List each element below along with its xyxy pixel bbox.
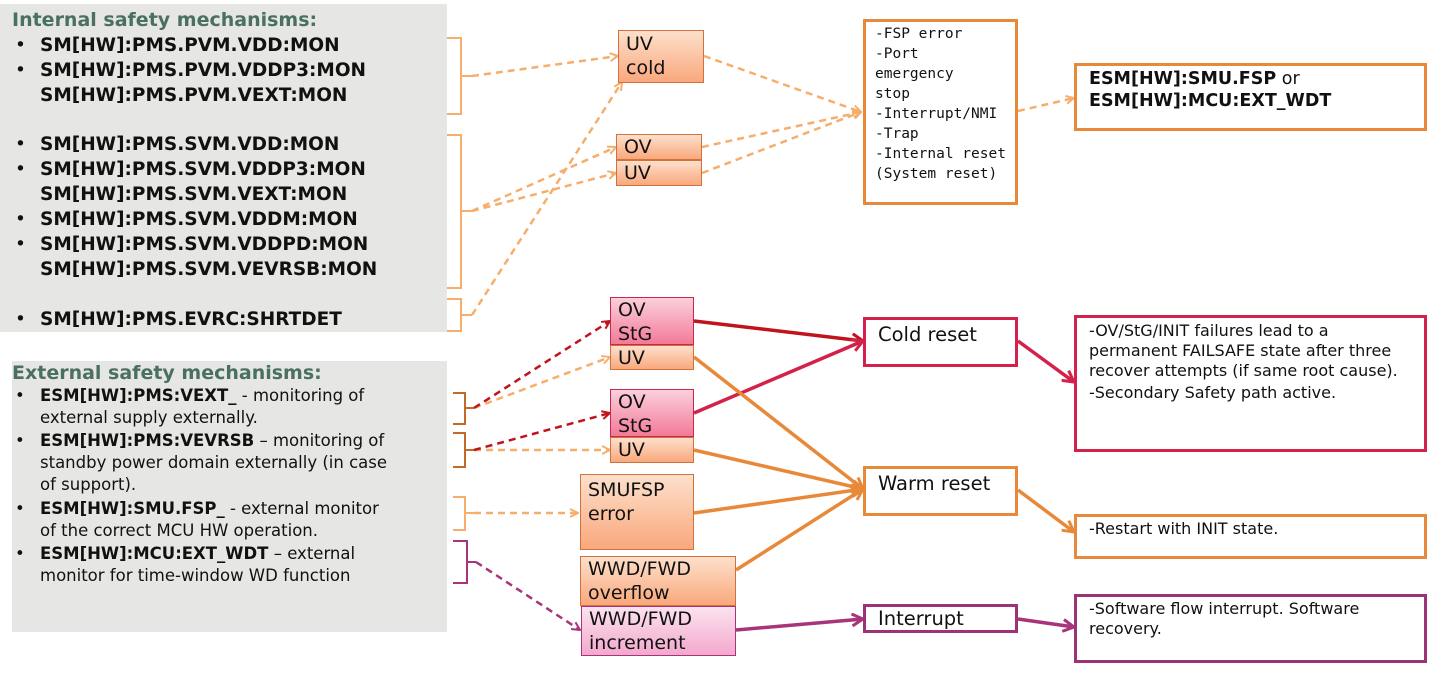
- event-uv-3: UV: [610, 437, 694, 463]
- event-uv: UV: [616, 160, 702, 186]
- event-ov: OV: [616, 134, 702, 160]
- internal-item: •SM[HW]:PMS.PVM.VDD:MON: [15, 35, 340, 56]
- internal-panel: [0, 4, 447, 332]
- arrow-uv-fsp: [701, 112, 861, 175]
- arrow-ovstg1-cold: [693, 319, 863, 341]
- arrow-vext-uv: [473, 357, 610, 410]
- reaction-fsp-list: -FSP error -Port emergency stop -Interru…: [863, 19, 1018, 205]
- arrow-svm-ov: [471, 147, 616, 213]
- internal-item: •SM[HW]:PMS.SVM.VDDPD:MON: [15, 234, 369, 255]
- arrow-ov-fsp: [701, 112, 861, 149]
- arrow-vext-ovstg: [473, 321, 610, 410]
- arrow-pvm-uvcold: [471, 56, 618, 78]
- arrow-uv2-warm: [692, 355, 863, 489]
- arrow-cold-outcome: [1016, 339, 1074, 382]
- arrow-uvcold-fsp: [703, 54, 861, 112]
- internal-item: •SM[HW]:PMS.SVM.VDDM:MON: [15, 209, 358, 230]
- external-panel: [12, 361, 447, 632]
- internal-item: •SM[HW]:PMS.SVM.VDDP3:MON: [15, 159, 366, 180]
- event-uv-2: UV: [610, 345, 694, 370]
- brace-svm: [447, 134, 472, 289]
- brace-extwdt: [453, 540, 476, 584]
- arrow-extwdt-increment: [475, 560, 580, 630]
- arrow-interrupt-outcome: [1017, 617, 1074, 627]
- brace-smufsp: [453, 496, 474, 531]
- brace-pvm: [447, 37, 472, 115]
- reaction-interrupt: Interrupt: [863, 604, 1018, 633]
- internal-item: •SM[HW]:PMS.SVM.VDD:MON: [15, 134, 340, 155]
- outcome-interrupt: -Software flow interrupt. Software recov…: [1074, 594, 1427, 663]
- internal-item: SM[HW]:PMS.PVM.VEXT:MON: [40, 85, 348, 106]
- internal-item: SM[HW]:PMS.SVM.VEXT:MON: [40, 184, 348, 205]
- external-title: External safety mechanisms:: [12, 362, 322, 384]
- arrow-svm-uv: [471, 173, 616, 213]
- internal-item: SM[HW]:PMS.SVM.VEVRSB:MON: [40, 259, 378, 280]
- reaction-cold-reset: Cold reset: [863, 317, 1018, 367]
- arrow-ovstg2-cold: [693, 341, 863, 415]
- internal-item: •SM[HW]:PMS.PVM.VDDP3:MON: [15, 60, 367, 81]
- outcome-warm: -Restart with INIT state.: [1074, 514, 1427, 559]
- outcome-cold: -OV/StG/INIT failures lead to a permanen…: [1074, 315, 1427, 452]
- arrow-uv3-warm: [693, 448, 863, 489]
- brace-evrc: [447, 298, 472, 332]
- arrow-vevrsb-ovstg: [473, 413, 610, 452]
- arrow-warm-outcome: [1016, 488, 1074, 532]
- internal-item: •SM[HW]:PMS.EVRC:SHRTDET: [15, 309, 342, 330]
- arrow-increment-interrupt: [735, 619, 863, 632]
- brace-vevrsb: [453, 432, 474, 468]
- arrow-overflow-warm: [735, 489, 863, 572]
- arrow-evrc-uvcold: [470, 82, 622, 316]
- internal-title: Internal safety mechanisms:: [12, 9, 318, 31]
- arrow-fsp-esm: [1017, 98, 1074, 113]
- arrow-smufsp-warm: [693, 489, 863, 515]
- reaction-warm-reset: Warm reset: [863, 466, 1018, 516]
- brace-vext: [453, 392, 474, 425]
